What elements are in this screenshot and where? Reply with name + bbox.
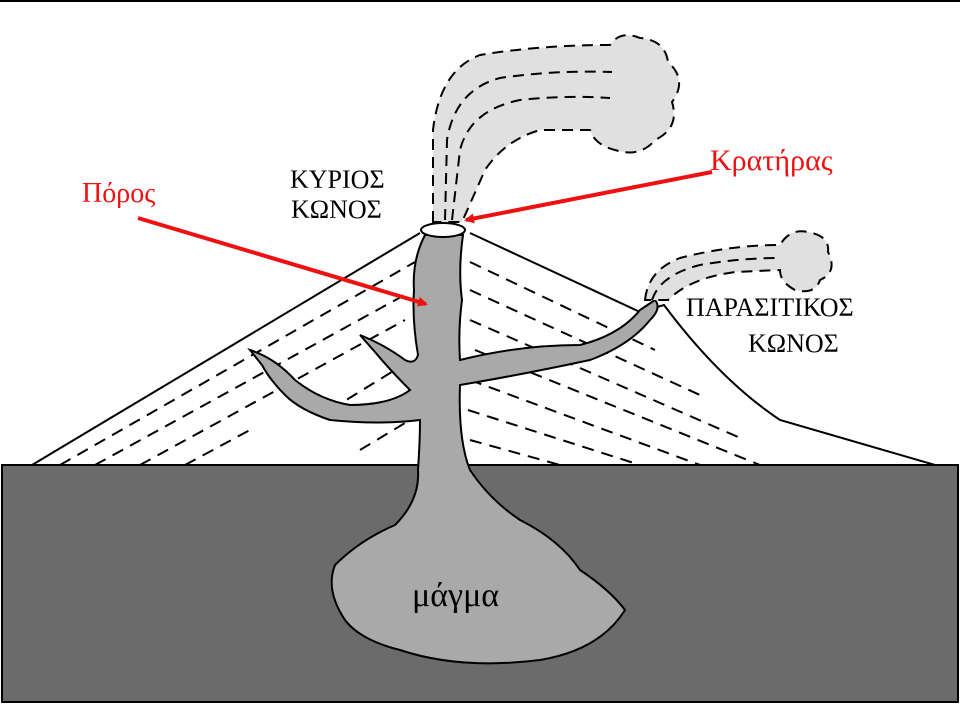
main-smoke-plume	[432, 34, 680, 223]
main-cone-outline	[31, 232, 936, 466]
magma-chamber	[247, 234, 659, 665]
parasitic-cone-label-line2: ΚΩΝΟΣ	[748, 329, 839, 358]
main-cone-label-line2: ΚΩΝΟΣ	[291, 195, 382, 224]
crater-label: Κρατήρας	[710, 144, 833, 177]
parasitic-cone-label-line1: ΠΑΡΑΣΙΤΙΚΟΣ	[686, 293, 854, 322]
magma-label: μάγμα	[412, 577, 499, 614]
crater-opening	[420, 222, 466, 238]
conduit-label: Πόρος	[82, 178, 155, 209]
parasitic-smoke-plume	[643, 230, 833, 301]
conduit-arrow	[137, 216, 428, 307]
main-cone-label-line1: ΚΥΡΙΟΣ	[290, 165, 385, 194]
crater-arrow	[464, 170, 713, 224]
